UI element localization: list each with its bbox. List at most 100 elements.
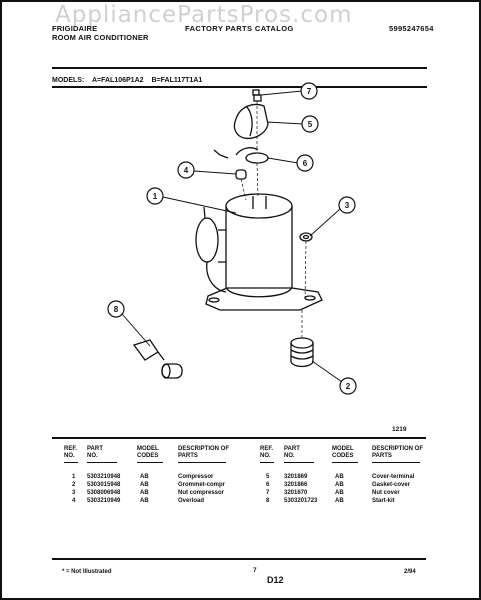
gasket-cover-part xyxy=(235,147,269,164)
underline-ref xyxy=(260,462,274,463)
brand-name: FRIGIDAIRE xyxy=(52,24,98,33)
overload-part xyxy=(213,149,247,180)
callout-3 xyxy=(338,196,356,214)
compressor-part xyxy=(195,193,323,311)
ref-cell: 4 xyxy=(72,498,76,504)
model-b: B=FAL117T1A1 xyxy=(151,77,203,84)
col-part-no: PART NO. xyxy=(284,446,310,460)
underline-desc xyxy=(372,462,420,463)
col-model-codes: MODEL CODES xyxy=(137,446,165,460)
col-description: DESCRIPTION OF PARTS xyxy=(178,446,236,460)
desc-cell: Overload xyxy=(178,498,205,504)
parts-table-left: REF. NO. PART NO. MODEL CODES DESCRIPTIO… xyxy=(64,446,254,526)
part-cell: 5303015948 xyxy=(87,482,121,488)
callout-7 xyxy=(300,82,318,100)
part-cell: 3201869 xyxy=(284,474,308,480)
assembly-lines xyxy=(240,101,307,338)
col-description-label: DESCRIPTION OF PARTS xyxy=(372,446,424,459)
callout-8-label: 8 xyxy=(114,305,119,314)
part-cell: 3201866 xyxy=(284,482,308,488)
col-ref-no: REF. NO. xyxy=(64,446,82,460)
figure-number: 1219 xyxy=(392,426,407,433)
part-cell: 5308006948 xyxy=(87,490,121,496)
col-ref-no-label: REF. NO. xyxy=(64,446,78,459)
col-part-no-label: PART NO. xyxy=(284,446,300,459)
models-label: MODELS: xyxy=(52,77,85,84)
col-ref-no-label: REF. NO. xyxy=(260,446,274,459)
part-cell: 3201670 xyxy=(284,490,308,496)
desc-cell: Grommet-compr xyxy=(178,482,226,488)
callout-5-label: 5 xyxy=(308,120,313,129)
underline-desc xyxy=(178,462,226,463)
leader-lines xyxy=(121,90,343,383)
codes-cell: AB xyxy=(335,482,344,488)
callout-6 xyxy=(296,154,314,172)
col-part-no-label: PART NO. xyxy=(87,446,103,459)
ref-cell: 8 xyxy=(266,498,270,504)
product-name: ROOM AIR CONDITIONER xyxy=(52,33,149,42)
callout-4-label: 4 xyxy=(184,166,189,175)
col-description: DESCRIPTION OF PARTS xyxy=(372,446,430,460)
callout-4 xyxy=(177,161,195,179)
header-rule xyxy=(52,67,427,69)
grommet-part xyxy=(290,337,314,368)
callout-7-label: 7 xyxy=(307,87,312,96)
desc-cell: Start-kit xyxy=(372,498,395,504)
col-model-codes-label: MODEL CODES xyxy=(137,446,159,459)
underline-part xyxy=(87,462,117,463)
page-id: D12 xyxy=(267,575,284,585)
compressor-nut-part xyxy=(299,232,313,242)
codes-cell: AB xyxy=(140,498,149,504)
codes-cell: AB xyxy=(140,490,149,496)
models-rule xyxy=(52,86,427,88)
table-top-rule xyxy=(52,437,426,439)
part-cell: 5303201723 xyxy=(284,498,318,504)
desc-cell: Gasket-cover xyxy=(372,482,411,488)
ref-cell: 3 xyxy=(72,490,76,496)
terminal-cover-part xyxy=(233,94,269,140)
part-cell: 5303210949 xyxy=(87,498,121,504)
part-cell: 5303210948 xyxy=(87,474,121,480)
callout-2 xyxy=(339,377,357,395)
models-line: MODELS: A=FAL106P1A2 B=FAL117T1A1 xyxy=(52,77,208,84)
callout-3-label: 3 xyxy=(345,201,350,210)
cover-nut-part xyxy=(252,89,260,96)
col-description-label: DESCRIPTION OF PARTS xyxy=(178,446,230,459)
callout-8 xyxy=(107,300,125,318)
callout-6-label: 6 xyxy=(303,159,308,168)
ref-cell: 2 xyxy=(72,482,76,488)
codes-cell: AB xyxy=(140,482,149,488)
underline-ref xyxy=(64,462,78,463)
codes-cell: AB xyxy=(335,490,344,496)
col-model-codes: MODEL CODES xyxy=(332,446,360,460)
ref-cell: 7 xyxy=(266,490,270,496)
watermark: AppliancePartsPros.com xyxy=(55,2,353,28)
not-illustrated-note: * = Not Illustrated xyxy=(62,569,112,575)
callout-2-label: 2 xyxy=(346,382,351,391)
desc-cell: Compressor xyxy=(178,474,214,480)
underline-part xyxy=(284,462,314,463)
ref-cell: 5 xyxy=(266,474,270,480)
start-kit-part xyxy=(132,339,183,379)
desc-cell: Nut compressor xyxy=(178,490,225,496)
footer-rule xyxy=(52,558,426,560)
codes-cell: AB xyxy=(140,474,149,480)
desc-cell: Nut cover xyxy=(372,490,400,496)
callout-1 xyxy=(146,187,164,205)
header-brand-block: FRIGIDAIRE ROOM AIR CONDITIONER xyxy=(52,24,149,42)
model-a: A=FAL106P1A2 xyxy=(91,77,144,84)
revision-date: 2/94 xyxy=(404,569,416,575)
ref-cell: 1 xyxy=(72,474,76,480)
page-number: 7 xyxy=(253,567,257,574)
underline-codes xyxy=(332,462,358,463)
parts-table-right: REF. NO. PART NO. MODEL CODES DESCRIPTIO… xyxy=(260,446,430,526)
catalog-number: 5995247654 xyxy=(389,24,434,33)
col-part-no: PART NO. xyxy=(87,446,113,460)
catalog-title: FACTORY PARTS CATALOG xyxy=(185,24,294,33)
callout-1-label: 1 xyxy=(153,192,158,201)
callout-5 xyxy=(301,115,319,133)
desc-cell: Cover-terminal xyxy=(372,474,415,480)
underline-codes xyxy=(137,462,163,463)
